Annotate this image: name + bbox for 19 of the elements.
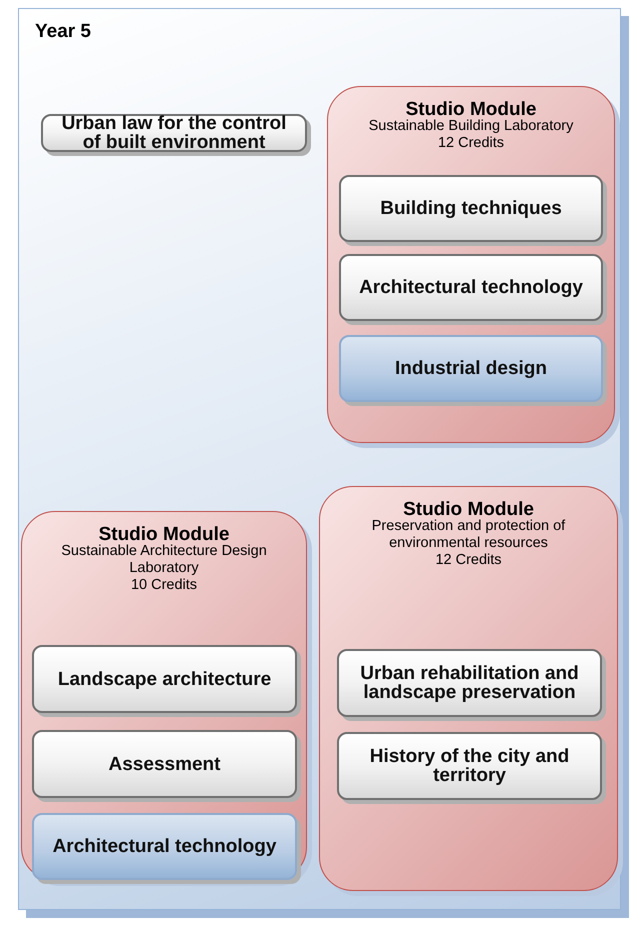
credits-text: 10 Credits — [130, 577, 198, 594]
course-name: Architectural technology — [52, 837, 276, 856]
credits-text: 12 Credits — [435, 552, 502, 569]
course-name: Building techniques — [380, 199, 562, 218]
module-title: Studio Module — [406, 101, 536, 118]
course-name: Landscape architecture — [58, 670, 272, 688]
course-name: Assessment — [108, 754, 220, 774]
module-title: Studio Module — [403, 501, 534, 518]
course-name: History of the city and territory — [368, 747, 570, 785]
course-name: Urban rehabilitation and landscape preservation — [359, 664, 580, 702]
module-subtitle: Sustainable Architecture Design Laboratory — [60, 543, 268, 577]
module-subtitle: Sustainable Building Laboratory — [368, 118, 574, 135]
panel-title: Year 5 — [35, 21, 91, 43]
credits-text: 12 Credits — [438, 135, 504, 152]
module-subtitle: Preservation and protection of environmental resources — [370, 518, 566, 552]
module-title: Studio Module — [98, 526, 230, 543]
course-name: Architectural technology — [359, 278, 583, 297]
course-name: Urban law for the control of built environment — [60, 114, 288, 152]
course-name: Industrial design — [394, 359, 548, 378]
